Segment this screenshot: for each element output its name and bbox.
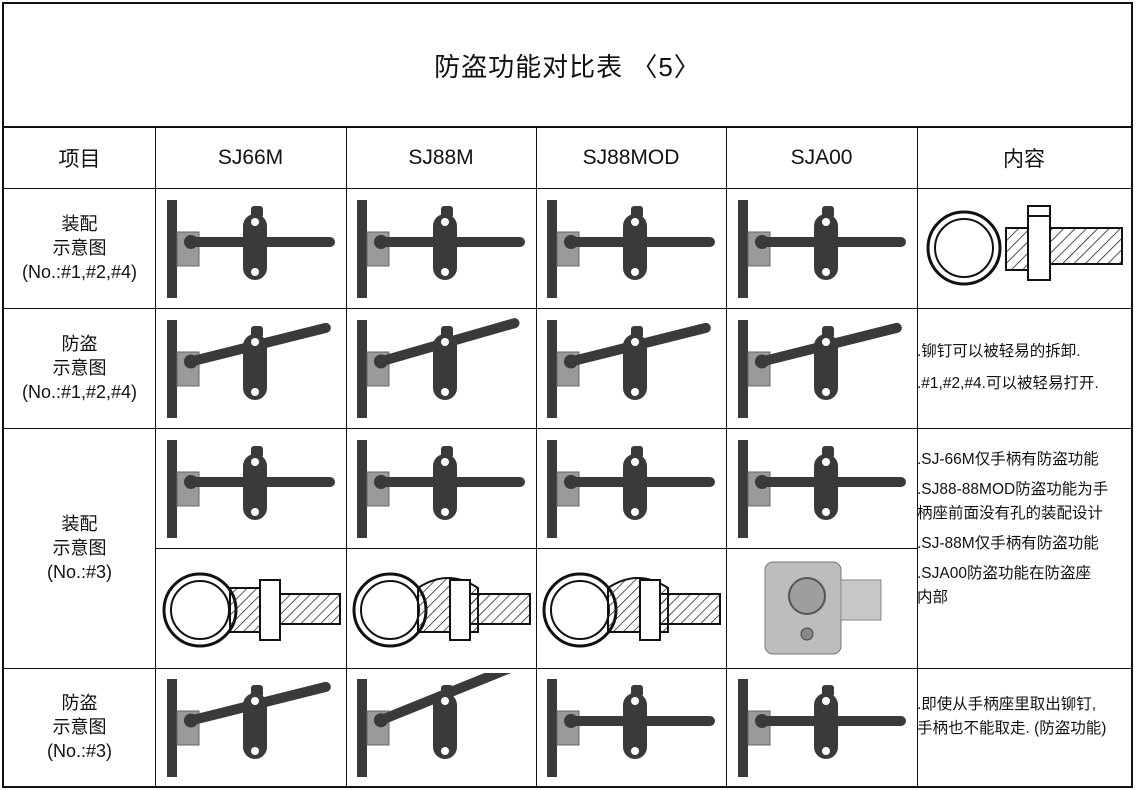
note-assembly-3: .SJ-66M仅手柄有防盗功能 .SJ88-88MOD防盗功能为手 柄座前面没有…	[917, 451, 1109, 607]
latch-antitheft-sj88m-image	[357, 318, 520, 418]
latch-assembly3-sja00-image	[737, 440, 906, 538]
cell-antitheft-124-sj88m	[346, 308, 536, 428]
latch-antitheft3-sj66m-image	[166, 679, 331, 777]
cell-section-3-sj88mod	[536, 548, 726, 668]
latch-antitheft-sja00-image	[737, 320, 902, 418]
latch-antitheft-sj88mod-image	[547, 320, 711, 418]
latch-assembly3-sj88m-image	[357, 440, 525, 538]
table-grid: 项目 SJ66M SJ88M SJ88MOD SJA00 内容 装配示意图(No…	[4, 128, 1131, 786]
section-sj88m-image	[352, 572, 531, 648]
note-antitheft-124: .铆钉可以被轻易的拆卸. .#1,#2,#4.可以被轻易打开.	[917, 342, 1099, 392]
cell-antitheft-124-sj88mod	[536, 308, 726, 428]
cell-antitheft-124-sja00	[726, 308, 917, 428]
header-sj88mod: SJ88MOD	[582, 146, 680, 169]
note-antitheft-3: .即使从手柄座里取出铆钉, 手柄也不能取走. (防盗功能)	[917, 695, 1107, 737]
cell-section-3-sj66m	[155, 548, 346, 668]
latch-antitheft3-sja00-image	[737, 679, 906, 777]
cell-assembly-3-sj66m	[155, 428, 346, 548]
cell-assembly-3-sj88m	[346, 428, 536, 548]
section-sj66m-image	[162, 572, 341, 648]
cell-antitheft-124-sj66m	[155, 308, 346, 428]
row-label-antitheft-3: 防盗示意图(No.:#3)	[46, 692, 113, 762]
section-diagram-image	[926, 205, 1123, 286]
latch-assembly-sj88m-image	[357, 200, 525, 298]
cell-section-3-sj88m	[346, 548, 536, 668]
cell-antitheft-3-sj88m	[346, 668, 536, 786]
row-label-assembly-124: 装配示意图(No.:#1,#2,#4)	[21, 213, 138, 283]
latch-assembly-sja00-image	[737, 200, 906, 298]
latch-antitheft3-sj88m-image	[357, 673, 515, 777]
cell-antitheft-3-sja00	[726, 668, 917, 786]
page-title: 防盗功能对比表 〈5〉	[4, 4, 1131, 128]
latch-antitheft-sj66m-image	[166, 320, 331, 418]
cell-assembly-124-sj88mod	[536, 188, 726, 308]
cell-assembly-124-sja00	[726, 188, 917, 308]
cell-assembly-124-sj88m	[346, 188, 536, 308]
latch-assembly3-sj66m-image	[166, 440, 335, 538]
latch-antitheft3-sj88mod-image	[547, 679, 715, 777]
header-sj88m: SJ88M	[408, 146, 474, 169]
header-item: 项目	[58, 148, 101, 171]
header-content: 内容	[1003, 148, 1045, 171]
row-label-antitheft-124: 防盗示意图(No.:#1,#2,#4)	[21, 333, 138, 403]
cell-section-3-sja00	[726, 548, 917, 668]
latch-assembly3-sj88mod-image	[547, 440, 715, 538]
cell-assembly-3-sja00	[726, 428, 917, 548]
header-sj66m: SJ66M	[217, 146, 284, 169]
cell-assembly-3-sj88mod	[536, 428, 726, 548]
section-sj88mod-image	[542, 572, 721, 648]
header-sja00: SJA00	[790, 146, 853, 169]
cell-assembly-124-sj66m	[155, 188, 346, 308]
row-label-assembly-3: 装配示意图(No.:#3)	[46, 513, 113, 583]
latch-assembly-sj66m-image	[166, 200, 335, 298]
section-sja00-image	[764, 561, 881, 655]
cell-antitheft-3-sj88mod	[536, 668, 726, 786]
section-diagram-content	[917, 188, 1131, 308]
latch-assembly-sj88mod-image	[547, 200, 715, 298]
cell-antitheft-3-sj66m	[155, 668, 346, 786]
